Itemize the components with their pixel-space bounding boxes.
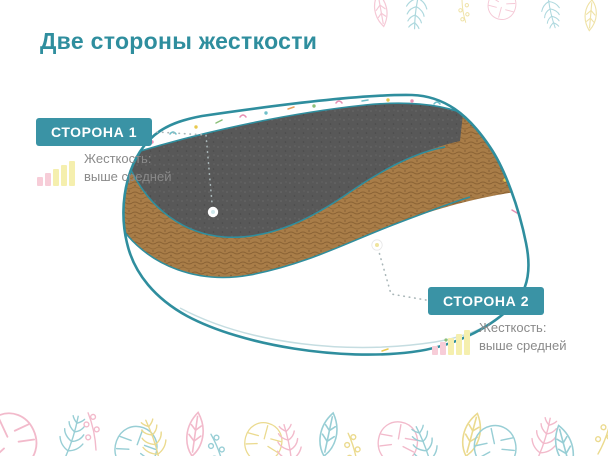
hardness-bar — [440, 342, 446, 356]
leaf-border-bottom — [0, 403, 608, 456]
hardness-bar — [37, 177, 43, 187]
leaf-decoration — [340, 430, 366, 456]
side1-leader-line — [156, 131, 213, 204]
side1-hardness-block: Жесткость: выше средней — [37, 150, 171, 187]
hardness-bar — [464, 330, 470, 356]
leaf-decoration — [272, 421, 306, 456]
hardness-label: Жесткость: — [84, 151, 152, 166]
leaf-decoration — [457, 410, 486, 456]
leaf-decoration — [583, 0, 599, 32]
page-title: Две стороны жесткости — [40, 28, 318, 54]
leaf-decoration — [550, 422, 579, 456]
hardness-bars-icon — [37, 160, 75, 187]
hardness-bar — [53, 169, 59, 187]
leaf-decoration — [203, 431, 232, 456]
hardness-bar — [432, 346, 438, 356]
side2-hardness-block: Жесткость: выше средней — [432, 319, 566, 356]
side1-hardness-text: Жесткость: выше средней — [84, 150, 171, 186]
leaf-decoration — [183, 410, 207, 456]
felt-edge — [129, 146, 446, 239]
hardness-bar — [456, 334, 462, 356]
leaf-decoration — [537, 0, 564, 31]
side2-marker — [371, 239, 383, 251]
leaf-decoration — [237, 417, 287, 456]
coir-edge — [123, 196, 471, 279]
leaf-decoration — [80, 410, 104, 453]
hardness-value: выше средней — [479, 338, 567, 354]
leaf-decoration — [371, 0, 391, 29]
hardness-label: Жесткость: — [479, 320, 547, 335]
mattress-outline — [122, 93, 530, 356]
mattress-illustration — [122, 93, 530, 356]
side1-badge: СТОРОНА 1 — [36, 118, 153, 146]
leaf-decoration — [403, 0, 430, 31]
hardness-bar — [61, 165, 67, 187]
side2-badge: СТОРОНА 2 — [428, 287, 545, 315]
hardness-bar — [69, 161, 75, 187]
side2-hardness-text: Жесткость: выше средней — [479, 319, 566, 355]
leaf-decoration — [105, 419, 164, 456]
hardness-bar — [448, 338, 454, 356]
hardness-bar — [45, 173, 51, 187]
side1-marker — [207, 206, 219, 218]
leaf-decoration — [52, 412, 92, 456]
hardness-value: выше средней — [84, 169, 172, 185]
leaf-decoration — [484, 0, 522, 24]
side2-leader-line — [378, 251, 427, 301]
hardness-bars-icon — [432, 329, 470, 356]
leaf-decoration — [315, 410, 342, 456]
leaf-decor-top — [371, 0, 599, 32]
leaf-decoration — [590, 415, 608, 456]
leaf-decoration — [456, 0, 472, 24]
leaf-decoration — [0, 403, 51, 456]
